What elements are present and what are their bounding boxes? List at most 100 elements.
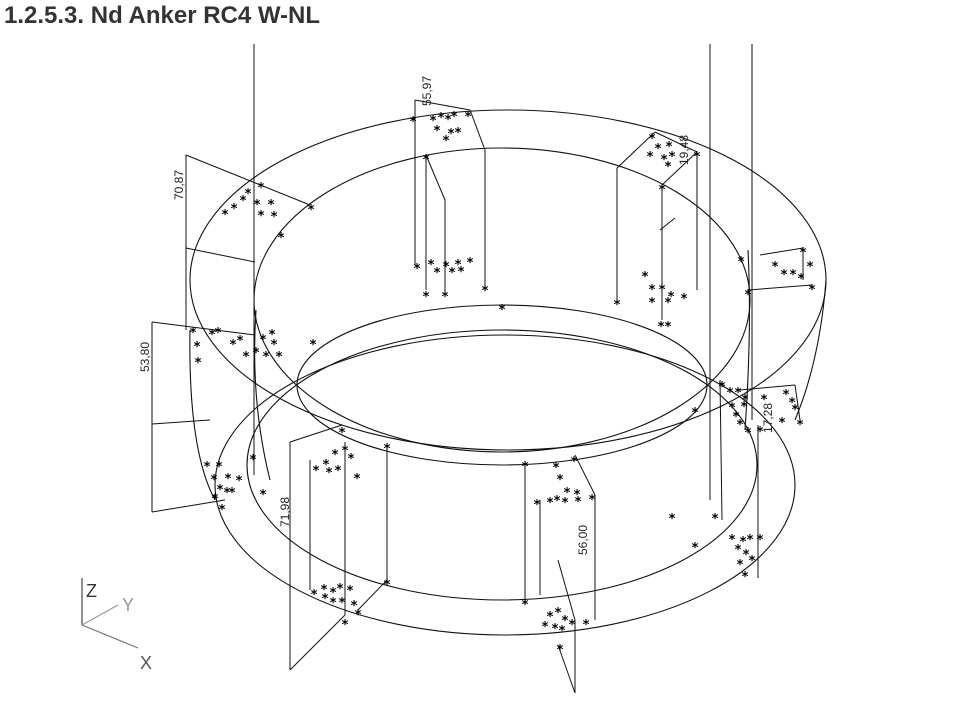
asterisk-marker: * bbox=[555, 606, 562, 621]
asterisk-marker: * bbox=[347, 584, 354, 599]
asterisk-marker: * bbox=[194, 340, 201, 355]
asterisk-marker: * bbox=[276, 350, 283, 365]
asterisk-marker: * bbox=[348, 452, 355, 467]
y-axis-label: Y bbox=[122, 595, 134, 615]
asterisk-marker: * bbox=[575, 495, 582, 510]
asterisk-marker: * bbox=[783, 388, 790, 403]
asterisk-marker: * bbox=[434, 124, 441, 139]
asterisk-marker: * bbox=[423, 290, 430, 305]
asterisk-marker: * bbox=[337, 582, 344, 597]
asterisk-marker: * bbox=[658, 320, 665, 335]
asterisk-marker: * bbox=[665, 296, 672, 311]
asterisk-marker: * bbox=[547, 610, 554, 625]
asterisk-marker: * bbox=[781, 268, 788, 283]
asterisk-marker: * bbox=[443, 134, 450, 149]
asterisk-marker: * bbox=[649, 283, 656, 298]
asterisk-marker: * bbox=[443, 260, 450, 275]
asterisk-marker: * bbox=[665, 320, 672, 335]
asterisk-marker: * bbox=[330, 586, 337, 601]
asterisk-marker: * bbox=[321, 583, 328, 598]
asterisk-marker: * bbox=[719, 380, 726, 395]
asterisk-marker: * bbox=[268, 198, 275, 213]
inner-top-ellipse bbox=[253, 147, 751, 453]
asterisk-marker: * bbox=[410, 115, 417, 130]
asterisk-marker: * bbox=[661, 153, 668, 168]
asterisk-marker: * bbox=[215, 326, 222, 341]
asterisk-marker: * bbox=[757, 425, 764, 440]
asterisk-marker: * bbox=[236, 474, 243, 489]
asterisk-marker: * bbox=[554, 494, 561, 509]
asterisk-marker: * bbox=[692, 541, 699, 556]
asterisk-marker: * bbox=[330, 596, 337, 611]
asterisk-marker: * bbox=[712, 512, 719, 527]
asterisk-marker: * bbox=[742, 570, 749, 585]
asterisk-marker: * bbox=[313, 464, 320, 479]
asterisk-marker: * bbox=[332, 448, 339, 463]
asterisk-marker: * bbox=[308, 203, 315, 218]
asterisk-marker: * bbox=[694, 150, 701, 165]
asterisk-marker: * bbox=[583, 618, 590, 633]
asterisk-marker: * bbox=[458, 265, 465, 280]
x-axis-line bbox=[81, 624, 139, 649]
value-label: 71,98 bbox=[278, 497, 292, 527]
value-label: 56,00 bbox=[576, 525, 590, 555]
asterisk-marker: * bbox=[445, 113, 452, 128]
asterisk-marker: * bbox=[729, 401, 736, 416]
asterisk-marker: * bbox=[614, 298, 621, 313]
asterisk-marker: * bbox=[649, 132, 656, 147]
guide-lines bbox=[151, 44, 813, 694]
asterisk-marker: * bbox=[465, 110, 472, 125]
asterisk-marker: * bbox=[245, 187, 252, 202]
page-title: 1.2.5.3. Nd Anker RC4 W-NL bbox=[4, 2, 321, 29]
asterisk-marker: * bbox=[253, 346, 260, 361]
value-labels: 55,97 19,48 70,87 53,80 71,98 56,00 17,2… bbox=[138, 76, 775, 555]
asterisk-marker: * bbox=[564, 486, 571, 501]
outer-bottom-ellipse bbox=[214, 334, 796, 636]
asterisk-marker: * bbox=[258, 181, 265, 196]
asterisk-marker: * bbox=[326, 466, 333, 481]
asterisk-marker: * bbox=[339, 596, 346, 611]
asterisk-marker: * bbox=[414, 262, 421, 277]
asterisk-marker: * bbox=[322, 592, 329, 607]
asterisk-marker: * bbox=[647, 150, 654, 165]
asterisk-marker: * bbox=[243, 350, 250, 365]
asterisk-marker: * bbox=[467, 256, 474, 271]
asterisk-marker: * bbox=[779, 416, 786, 431]
inner-lower-ellipse bbox=[296, 304, 708, 466]
asterisk-marker: * bbox=[258, 209, 265, 224]
asterisk-marker: * bbox=[790, 268, 797, 283]
asterisk-marker: * bbox=[237, 334, 244, 349]
asterisk-marker: * bbox=[743, 548, 750, 563]
asterisk-marker: * bbox=[552, 622, 559, 637]
asterisk-marker: * bbox=[800, 246, 807, 261]
asterisk-marker: * bbox=[557, 643, 564, 658]
asterisk-marker: * bbox=[757, 533, 764, 548]
asterisk-marker: * bbox=[204, 460, 211, 475]
asterisk-marker: * bbox=[737, 558, 744, 573]
asterisk-marker: * bbox=[761, 393, 768, 408]
asterisk-marker: * bbox=[342, 444, 349, 459]
asterisk-marker: * bbox=[430, 114, 437, 129]
asterisk-marker: * bbox=[665, 160, 672, 175]
asterisk-marker: * bbox=[217, 483, 224, 498]
asterisk-marker: * bbox=[574, 488, 581, 503]
asterisk-marker: * bbox=[740, 535, 747, 550]
y-axis-line bbox=[81, 604, 119, 626]
asterisk-marker: * bbox=[735, 543, 742, 558]
asterisk-marker: * bbox=[225, 472, 232, 487]
asterisk-marker: * bbox=[692, 406, 699, 421]
asterisk-marker: * bbox=[557, 473, 564, 488]
asterisk-marker: * bbox=[212, 492, 219, 507]
asterisk-marker: * bbox=[216, 460, 223, 475]
asterisk-marker: * bbox=[499, 303, 506, 318]
asterisk-marker: * bbox=[745, 288, 752, 303]
value-label: 70,87 bbox=[172, 170, 186, 200]
xyz-axis-icon: Z Y X bbox=[81, 578, 152, 673]
asterisk-marker: * bbox=[451, 110, 458, 125]
asterisk-marker: * bbox=[423, 153, 430, 168]
asterisk-marker: * bbox=[230, 338, 237, 353]
z-axis-label: Z bbox=[86, 581, 97, 601]
value-label: 17,28 bbox=[761, 403, 775, 433]
asterisk-marker: * bbox=[482, 284, 489, 299]
